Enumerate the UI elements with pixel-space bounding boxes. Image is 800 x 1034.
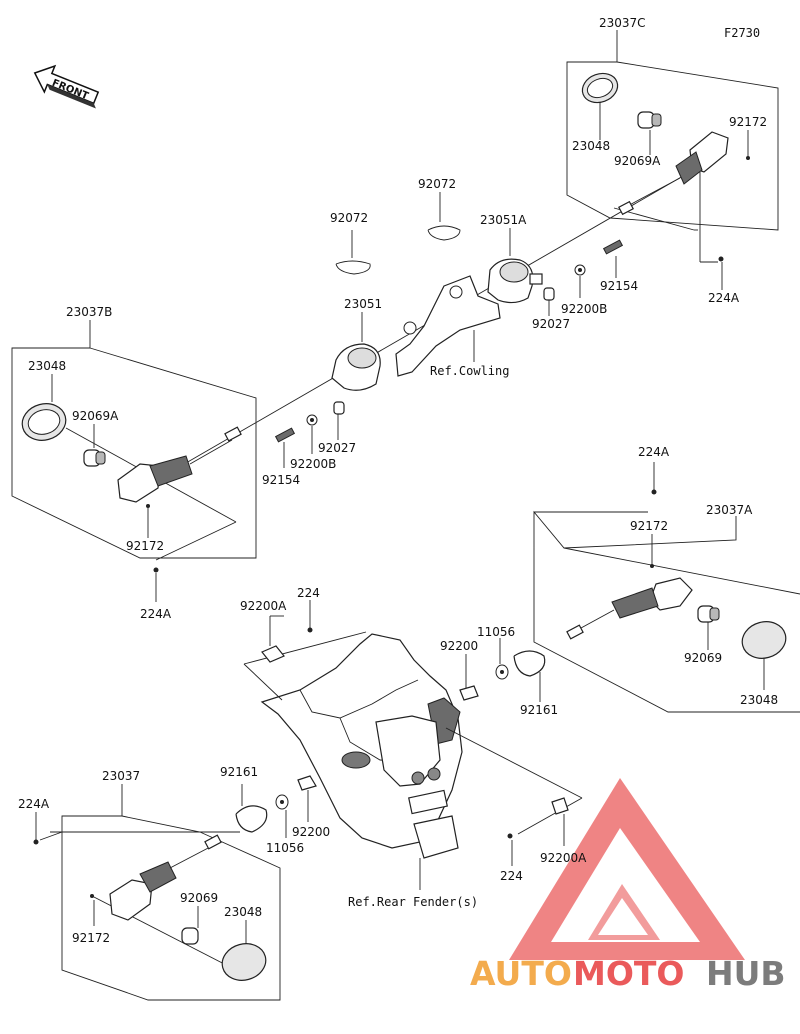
rear-fender-icon: [260, 633, 463, 890]
label-23048-right: 23048: [740, 693, 778, 707]
label-92069-lower: 92069: [180, 891, 218, 905]
bolt-icon: [718, 256, 724, 262]
label-92172-lower: 92172: [72, 931, 110, 945]
bolt-icon: [307, 627, 313, 633]
washer-plate-icon: [297, 775, 317, 822]
bracket-23051-icon: [331, 312, 381, 391]
label-11056-right: 11056: [477, 625, 515, 639]
label-224a-lower: 224A: [18, 797, 50, 811]
turn-signal-housing-icon: [566, 577, 693, 640]
bulb-icon: [637, 111, 662, 129]
bolt-icon: [651, 489, 657, 495]
nut-icon: [495, 638, 509, 680]
lens-icon: [581, 72, 619, 104]
assembly-23037b: 23037B 23048 92069A 92172 224A: [11, 305, 257, 621]
assembly-23037a: 224A 23037A 92172 92069 23048: [533, 445, 800, 713]
label-92200-right: 92200: [440, 639, 478, 653]
collar-icon: [543, 287, 555, 316]
label-23037a: 23037A: [706, 503, 753, 517]
turn-signal-housing-icon: [618, 131, 729, 216]
lens-icon: [21, 403, 67, 441]
label-92161-lower: 92161: [220, 765, 258, 779]
label-224a-top: 224A: [708, 291, 740, 305]
lens-icon: [221, 920, 267, 981]
grommet-icon: [513, 650, 546, 702]
label-23048-top: 23048: [572, 139, 610, 153]
label-92172-left: 92172: [126, 539, 164, 553]
band-clamp-icon: [335, 230, 371, 275]
assembly-23037: 23037 224A 92069 23048 92172: [18, 769, 281, 1001]
label-92072-left: 92072: [330, 211, 368, 225]
label-224a-left: 224A: [140, 607, 172, 621]
collar-icon: [333, 401, 345, 440]
label-23037b: 23037B: [66, 305, 112, 319]
label-92154-centre: 92154: [262, 473, 300, 487]
washer-plate-icon: [551, 797, 569, 846]
bolt-icon: [507, 833, 513, 839]
label-23051a: 23051A: [480, 213, 527, 227]
logo-moto: MOTO: [573, 954, 684, 993]
label-92027-upper: 92027: [532, 317, 570, 331]
label-92172-right: 92172: [630, 519, 668, 533]
bolt-92154-icon: [274, 427, 296, 468]
screw-icon: [650, 564, 654, 568]
screw-icon: [146, 504, 150, 508]
bracket-23051a-icon: [487, 228, 543, 304]
automotohub-logo: AUTO MOTO HUB: [470, 778, 786, 993]
logo-hub: HUB: [706, 954, 786, 993]
screw-icon: [90, 894, 94, 898]
label-92027-centre: 92027: [318, 441, 356, 455]
nut-icon: [275, 794, 289, 838]
bolt-icon: [153, 567, 159, 573]
band-clamp-icon: [427, 192, 461, 241]
bolt-icon: [33, 839, 39, 845]
label-92200a-upper: 92200A: [240, 599, 287, 613]
turn-signal-housing-icon: [109, 834, 222, 921]
label-92069-right: 92069: [684, 651, 722, 665]
lens-icon: [741, 621, 787, 690]
bulb-icon: [83, 449, 106, 467]
label-23048-left: 23048: [28, 359, 66, 373]
screw-icon: [746, 156, 750, 160]
bulb-icon: [697, 605, 720, 650]
washer-plate-icon: [459, 654, 479, 701]
grommet-icon: [235, 784, 268, 833]
label-92172-top: 92172: [729, 115, 767, 129]
washer-icon: [574, 264, 586, 298]
assembly-23037c: 23037C 92172 23048 92069A 224A: [566, 16, 779, 305]
label-92200b-centre: 92200B: [290, 457, 336, 471]
label-224a-right: 224A: [638, 445, 670, 459]
label-23048-lower: 23048: [224, 905, 262, 919]
label-92200-lower: 92200: [292, 825, 330, 839]
label-23051: 23051: [344, 297, 382, 311]
label-224-upper: 224: [297, 586, 320, 600]
label-92154-upper: 92154: [600, 279, 638, 293]
figure-code: F2730: [724, 26, 760, 40]
label-224-lower: 224: [500, 869, 523, 883]
label-92200b-upper: 92200B: [561, 302, 607, 316]
ref-rear-fender: Ref.Rear Fender(s): [348, 895, 478, 909]
logo-auto: AUTO: [470, 954, 572, 993]
label-92200a-lower: 92200A: [540, 851, 587, 865]
label-92069a-left: 92069A: [72, 409, 119, 423]
turn-signal-housing-icon: [117, 426, 242, 503]
washer-plate-icon: [261, 615, 285, 663]
bolt-92154-icon: [602, 239, 624, 278]
label-23037: 23037: [102, 769, 140, 783]
cowling-stay-icon: [395, 275, 501, 377]
ref-cowling: Ref.Cowling: [430, 364, 509, 378]
label-23037c: 23037C: [599, 16, 646, 30]
front-arrow-icon: FRONT: [33, 64, 100, 109]
washer-icon: [306, 414, 318, 454]
label-92069a-top: 92069A: [614, 154, 661, 168]
bulb-icon: [181, 906, 199, 945]
label-92072-right: 92072: [418, 177, 456, 191]
label-11056-lower: 11056: [266, 841, 304, 855]
label-92161-right: 92161: [520, 703, 558, 717]
